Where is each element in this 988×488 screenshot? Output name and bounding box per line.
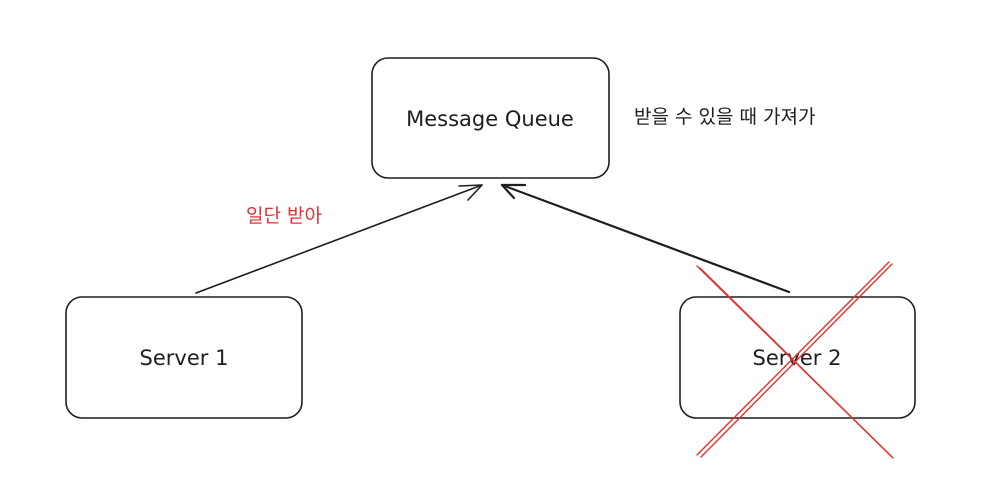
server1-box: [65, 296, 303, 419]
edge-server1-arrowhead-icon: [458, 184, 483, 201]
edge-server2-to-queue[interactable]: [500, 183, 791, 294]
message-queue-label: Message Queue: [406, 107, 574, 131]
edge-server1-to-queue[interactable]: [195, 184, 483, 294]
server2-node[interactable]: Server 2: [679, 296, 916, 419]
message-queue-box: [371, 57, 610, 179]
edge-server1-line: [195, 184, 483, 294]
server2-cross-out-icon: [696, 261, 894, 459]
server2-label: Server 2: [753, 346, 842, 370]
server1-label: Server 1: [140, 346, 229, 370]
server1-note: 일단 받아: [246, 205, 322, 227]
queue-note: 받을 수 있을 때 가져가: [634, 106, 815, 128]
server2-box: [679, 296, 916, 419]
server1-node[interactable]: Server 1: [65, 296, 303, 419]
edge-server2-line: [500, 183, 791, 294]
edge-server2-arrowhead-icon: [500, 183, 527, 200]
message-queue-node[interactable]: Message Queue: [371, 57, 610, 179]
